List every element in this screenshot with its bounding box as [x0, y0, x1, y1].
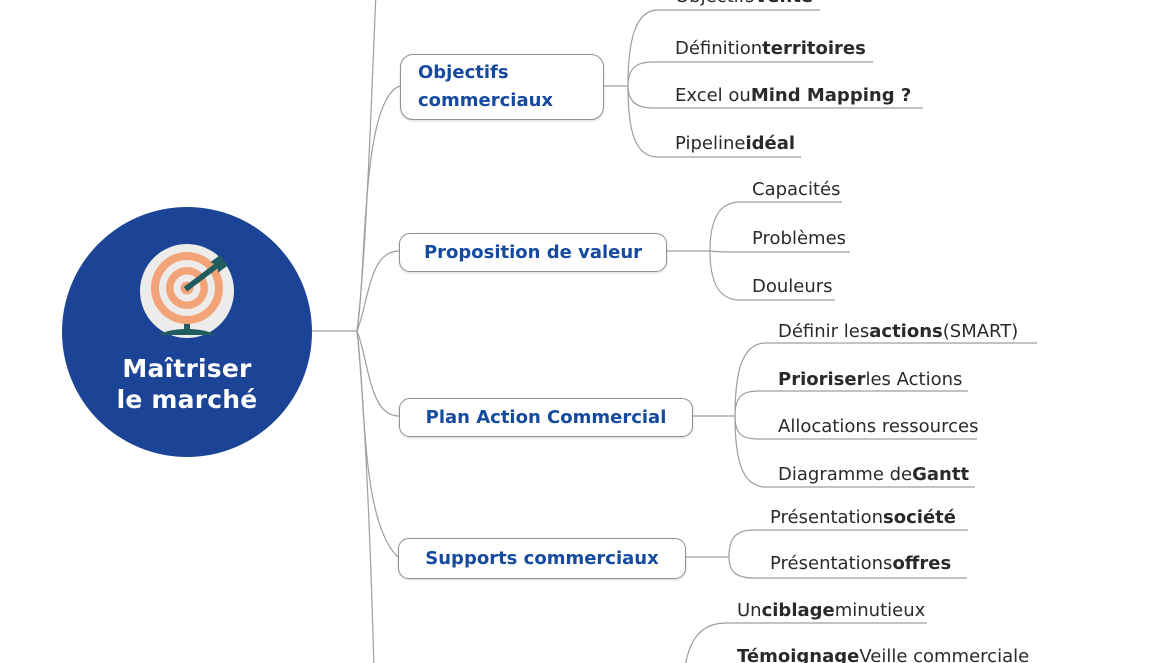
subtopic-allocations-ressources[interactable]: Allocations ressources — [778, 415, 979, 437]
subtopic-temoignage-veille-commerciale[interactable]: Témoignage Veille commerciale — [737, 645, 1030, 663]
subtopic-douleurs[interactable]: Douleurs — [752, 275, 833, 297]
subtopic-diagramme-de-gantt[interactable]: Diagramme de Gantt — [778, 463, 970, 485]
subtopic-definition-territoires[interactable]: Définition territoires — [675, 37, 866, 59]
central-topic[interactable]: Maîtriser le marché — [62, 207, 312, 457]
subtopic-pipeline-ideal[interactable]: Pipeline idéal — [675, 132, 796, 154]
subtopic-capacites[interactable]: Capacités — [752, 178, 841, 200]
subtopic-presentations-offres[interactable]: Présentations offres — [770, 552, 952, 574]
subtopic-excel-ou-mind-mapping[interactable]: Excel ou Mind Mapping ? — [675, 84, 912, 106]
main-topic-proposition-de-valeur[interactable]: Proposition de valeur — [399, 233, 667, 272]
main-topic-objectifs-commerciaux[interactable]: Objectifs commerciaux — [400, 54, 604, 120]
subtopic-objectifs-vente[interactable]: Objectifs Vente — [675, 0, 813, 8]
central-topic-label: Maîtriser le marché — [117, 353, 258, 415]
subtopic-definir-les-actions-smart[interactable]: Définir les actions (SMART) — [778, 320, 1019, 342]
main-topic-supports-commerciaux[interactable]: Supports commerciaux — [398, 538, 686, 579]
subtopic-prioriser-les-actions[interactable]: Prioriser les Actions — [778, 368, 963, 390]
subtopic-problemes[interactable]: Problèmes — [752, 227, 847, 249]
central-topic-line1: Maîtriser — [122, 354, 252, 383]
subtopic-presentation-societe[interactable]: Présentation société — [770, 506, 956, 528]
target-icon — [140, 244, 234, 338]
main-topic-plan-action-commercial[interactable]: Plan Action Commercial — [399, 398, 693, 437]
central-topic-line2: le marché — [116, 385, 258, 414]
subtopic-un-ciblage-minutieux[interactable]: Un ciblage minutieux — [737, 599, 926, 621]
